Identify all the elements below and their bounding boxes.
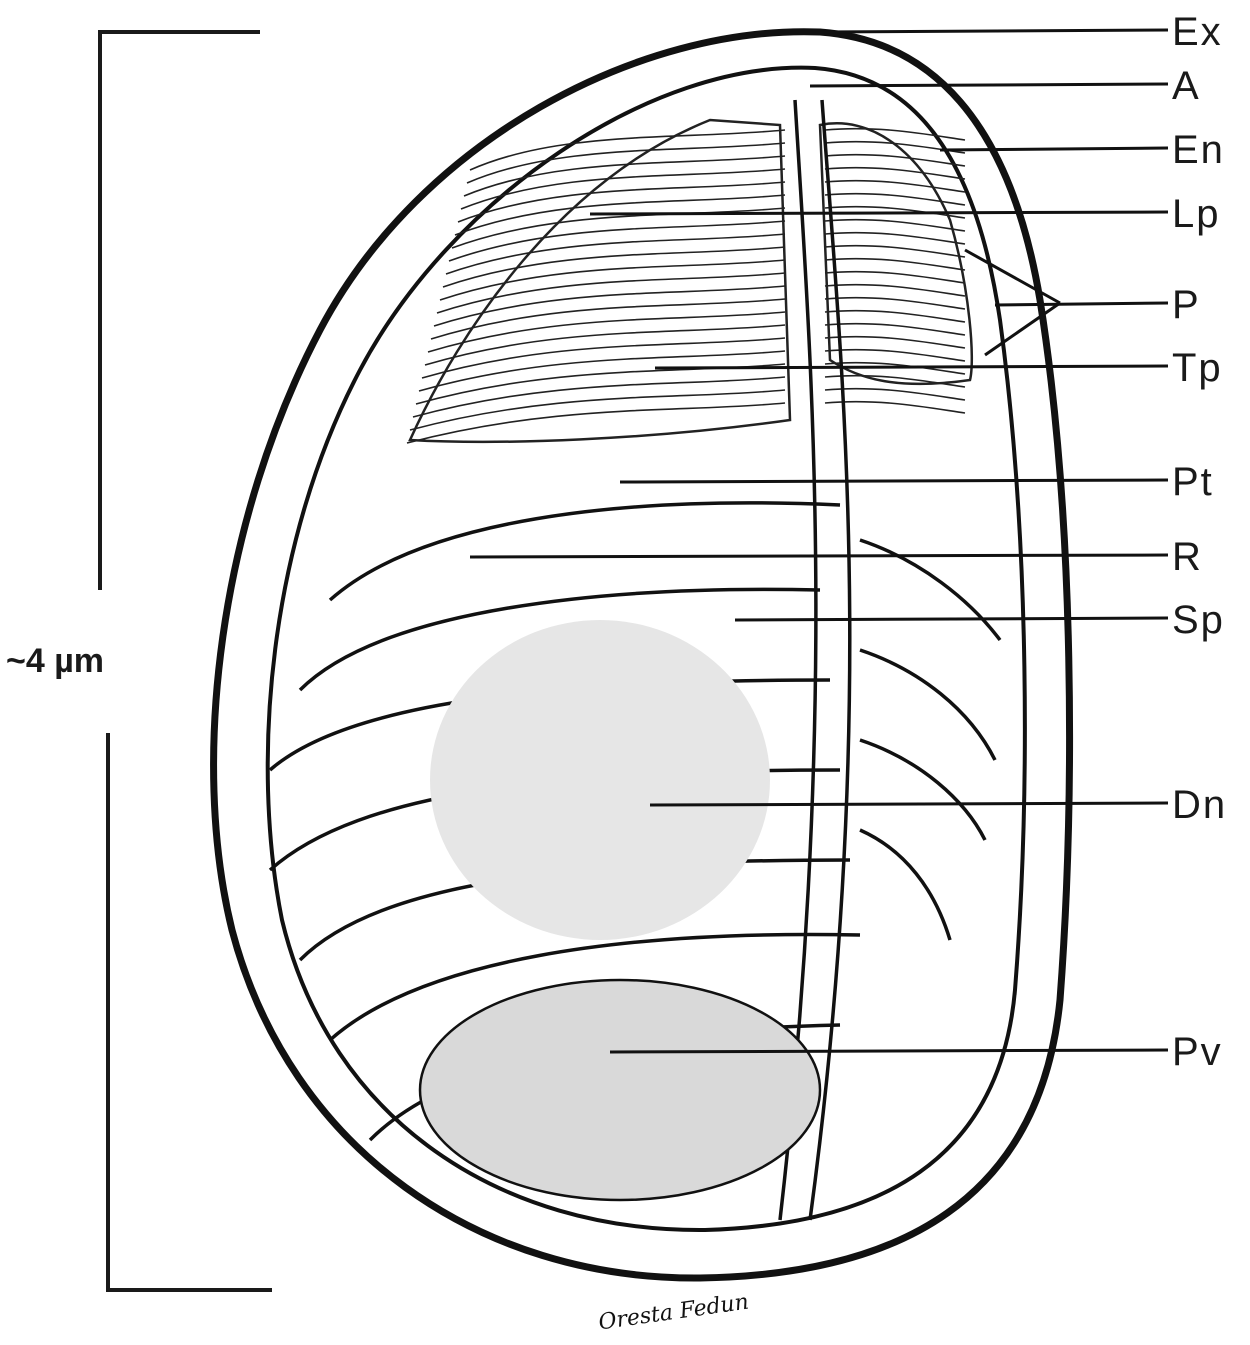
label-tp: Tp — [1172, 346, 1223, 390]
endospore-outline — [265, 65, 1027, 1233]
leader-lines — [469, 28, 1169, 1054]
diplokaryon-nucleus — [430, 620, 770, 940]
exospore-outline — [210, 28, 1074, 1282]
scale-bar-label: ~4 µm — [6, 642, 105, 680]
posterior-vacuole — [418, 978, 822, 1202]
lamellar-polaroplast — [406, 118, 974, 444]
label-r: R — [1172, 535, 1203, 579]
label-pt: Pt — [1172, 460, 1214, 504]
label-p: P — [1172, 283, 1201, 327]
label-dn: Dn — [1172, 783, 1228, 827]
label-ex: Ex — [1172, 10, 1223, 54]
label-a: A — [1172, 64, 1201, 108]
polar-filament-coils — [268, 501, 1002, 1142]
label-sp: Sp — [1172, 598, 1225, 642]
label-en: En — [1172, 128, 1225, 172]
polar-tube — [778, 99, 852, 1221]
label-lp: Lp — [1172, 192, 1221, 236]
scale-bar — [98, 30, 272, 1292]
label-pv: Pv — [1172, 1030, 1223, 1074]
